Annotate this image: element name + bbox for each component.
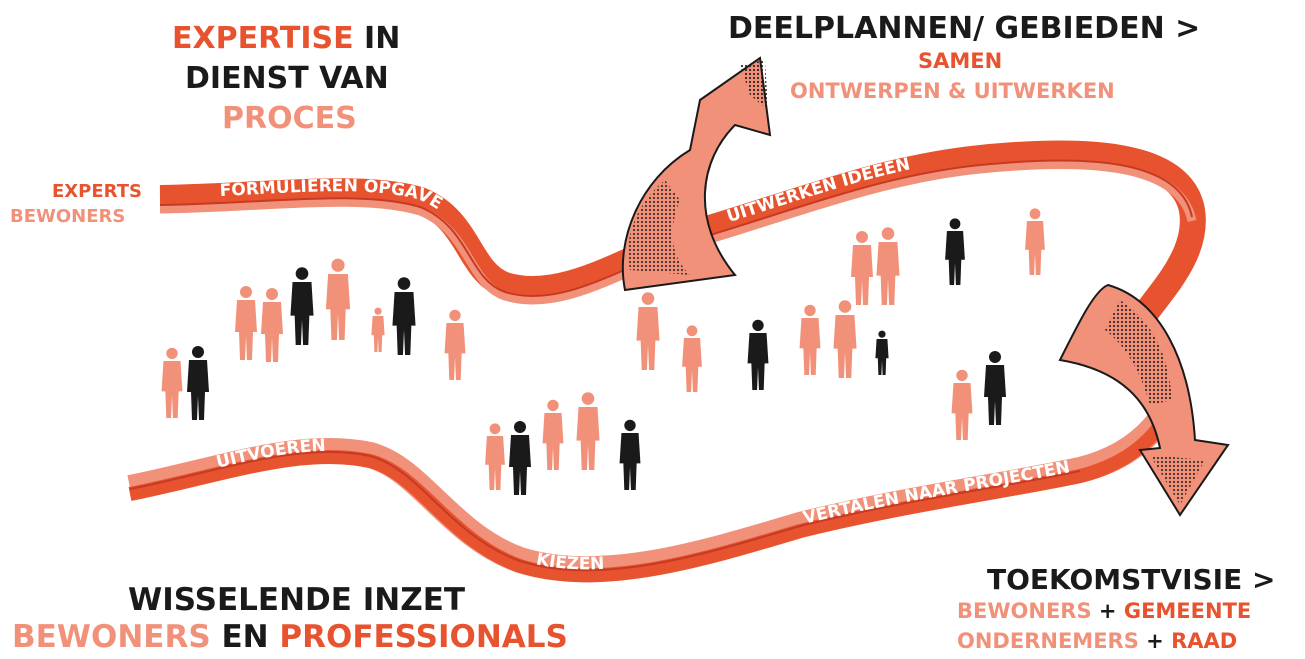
word-ondernemers: ONDERNEMERS: [957, 629, 1139, 653]
heading-samen: SAMEN: [918, 49, 1003, 73]
person-silhouette-icon: [984, 351, 1006, 425]
word-bewoners: BEWONERS: [12, 619, 211, 655]
word-en: EN: [221, 619, 269, 655]
person-silhouette-icon: [875, 330, 889, 375]
arrow-up-icon: [621, 56, 772, 292]
person-silhouette-icon: [235, 286, 257, 360]
heading-expertise-word: EXPERTISE: [172, 21, 354, 56]
heading-deelplannen: DEELPLANNEN/ GEBIEDEN >: [728, 11, 1201, 46]
heading-ontwerpen: ONTWERPEN & UITWERKEN: [790, 79, 1115, 103]
word-plus-2: +: [1146, 629, 1164, 653]
ribbon-label-vertalen: VERTALEN NAAR PROJECTEN: [801, 457, 1071, 528]
arrow-down-icon: [1058, 283, 1230, 517]
heading-bewoners-professionals: BEWONERS EN PROFESSIONALS: [12, 620, 568, 654]
person-silhouette-icon: [392, 277, 416, 355]
word-plus-1: +: [1098, 599, 1117, 623]
person-silhouette-icon: [371, 307, 385, 352]
ribbon-bottom-line: [129, 450, 1081, 572]
person-silhouette-icon: [187, 346, 209, 420]
word-raad: RAAD: [1171, 629, 1238, 653]
word-gemeente: GEMEENTE: [1123, 599, 1252, 623]
person-silhouette-icon: [851, 231, 873, 305]
person-silhouette-icon: [636, 292, 660, 370]
heading-proces: PROCES: [222, 101, 357, 136]
person-silhouette-icon: [444, 309, 466, 380]
person-silhouette-icon: [261, 288, 283, 362]
person-silhouette-icon: [682, 325, 702, 392]
ribbon-bottom-red: [128, 421, 1166, 583]
person-silhouette-icon: [161, 347, 183, 418]
person-silhouette-icon: [799, 304, 821, 375]
person-silhouette-icon: [619, 419, 641, 490]
word-professionals: PROFESSIONALS: [279, 619, 568, 655]
person-silhouette-icon: [747, 319, 769, 390]
heading-in-word: IN: [364, 21, 401, 56]
person-silhouette-icon: [325, 258, 351, 340]
heading-ondernemers-raad: ONDERNEMERS + RAAD: [957, 629, 1238, 653]
label-experts: EXPERTS: [52, 181, 142, 202]
person-silhouette-icon: [485, 423, 505, 490]
person-silhouette-icon: [542, 399, 564, 470]
person-silhouette-icon: [290, 267, 314, 345]
heading-bewoners-gemeente: BEWONERS + GEMEENTE: [957, 599, 1252, 623]
person-silhouette-icon: [945, 218, 965, 285]
heading-dienst-van: DIENST VAN: [185, 61, 389, 96]
person-silhouette-icon: [1025, 208, 1045, 275]
heading-toekomstvisie: TOEKOMSTVISIE >: [987, 563, 1276, 596]
person-silhouette-icon: [833, 300, 857, 378]
person-silhouette-icon: [576, 392, 600, 470]
person-silhouette-icon: [951, 369, 973, 440]
label-bewoners: BEWONERS: [10, 206, 126, 227]
heading-expertise: EXPERTISE IN: [172, 22, 400, 55]
person-silhouette-icon: [509, 421, 531, 495]
ribbon-label-kiezen: KIEZEN: [535, 549, 605, 574]
person-silhouette-icon: [876, 227, 900, 305]
heading-wisselende-inzet: WISSELENDE INZET: [128, 582, 466, 618]
word-bewoners-2: BEWONERS: [957, 599, 1092, 623]
